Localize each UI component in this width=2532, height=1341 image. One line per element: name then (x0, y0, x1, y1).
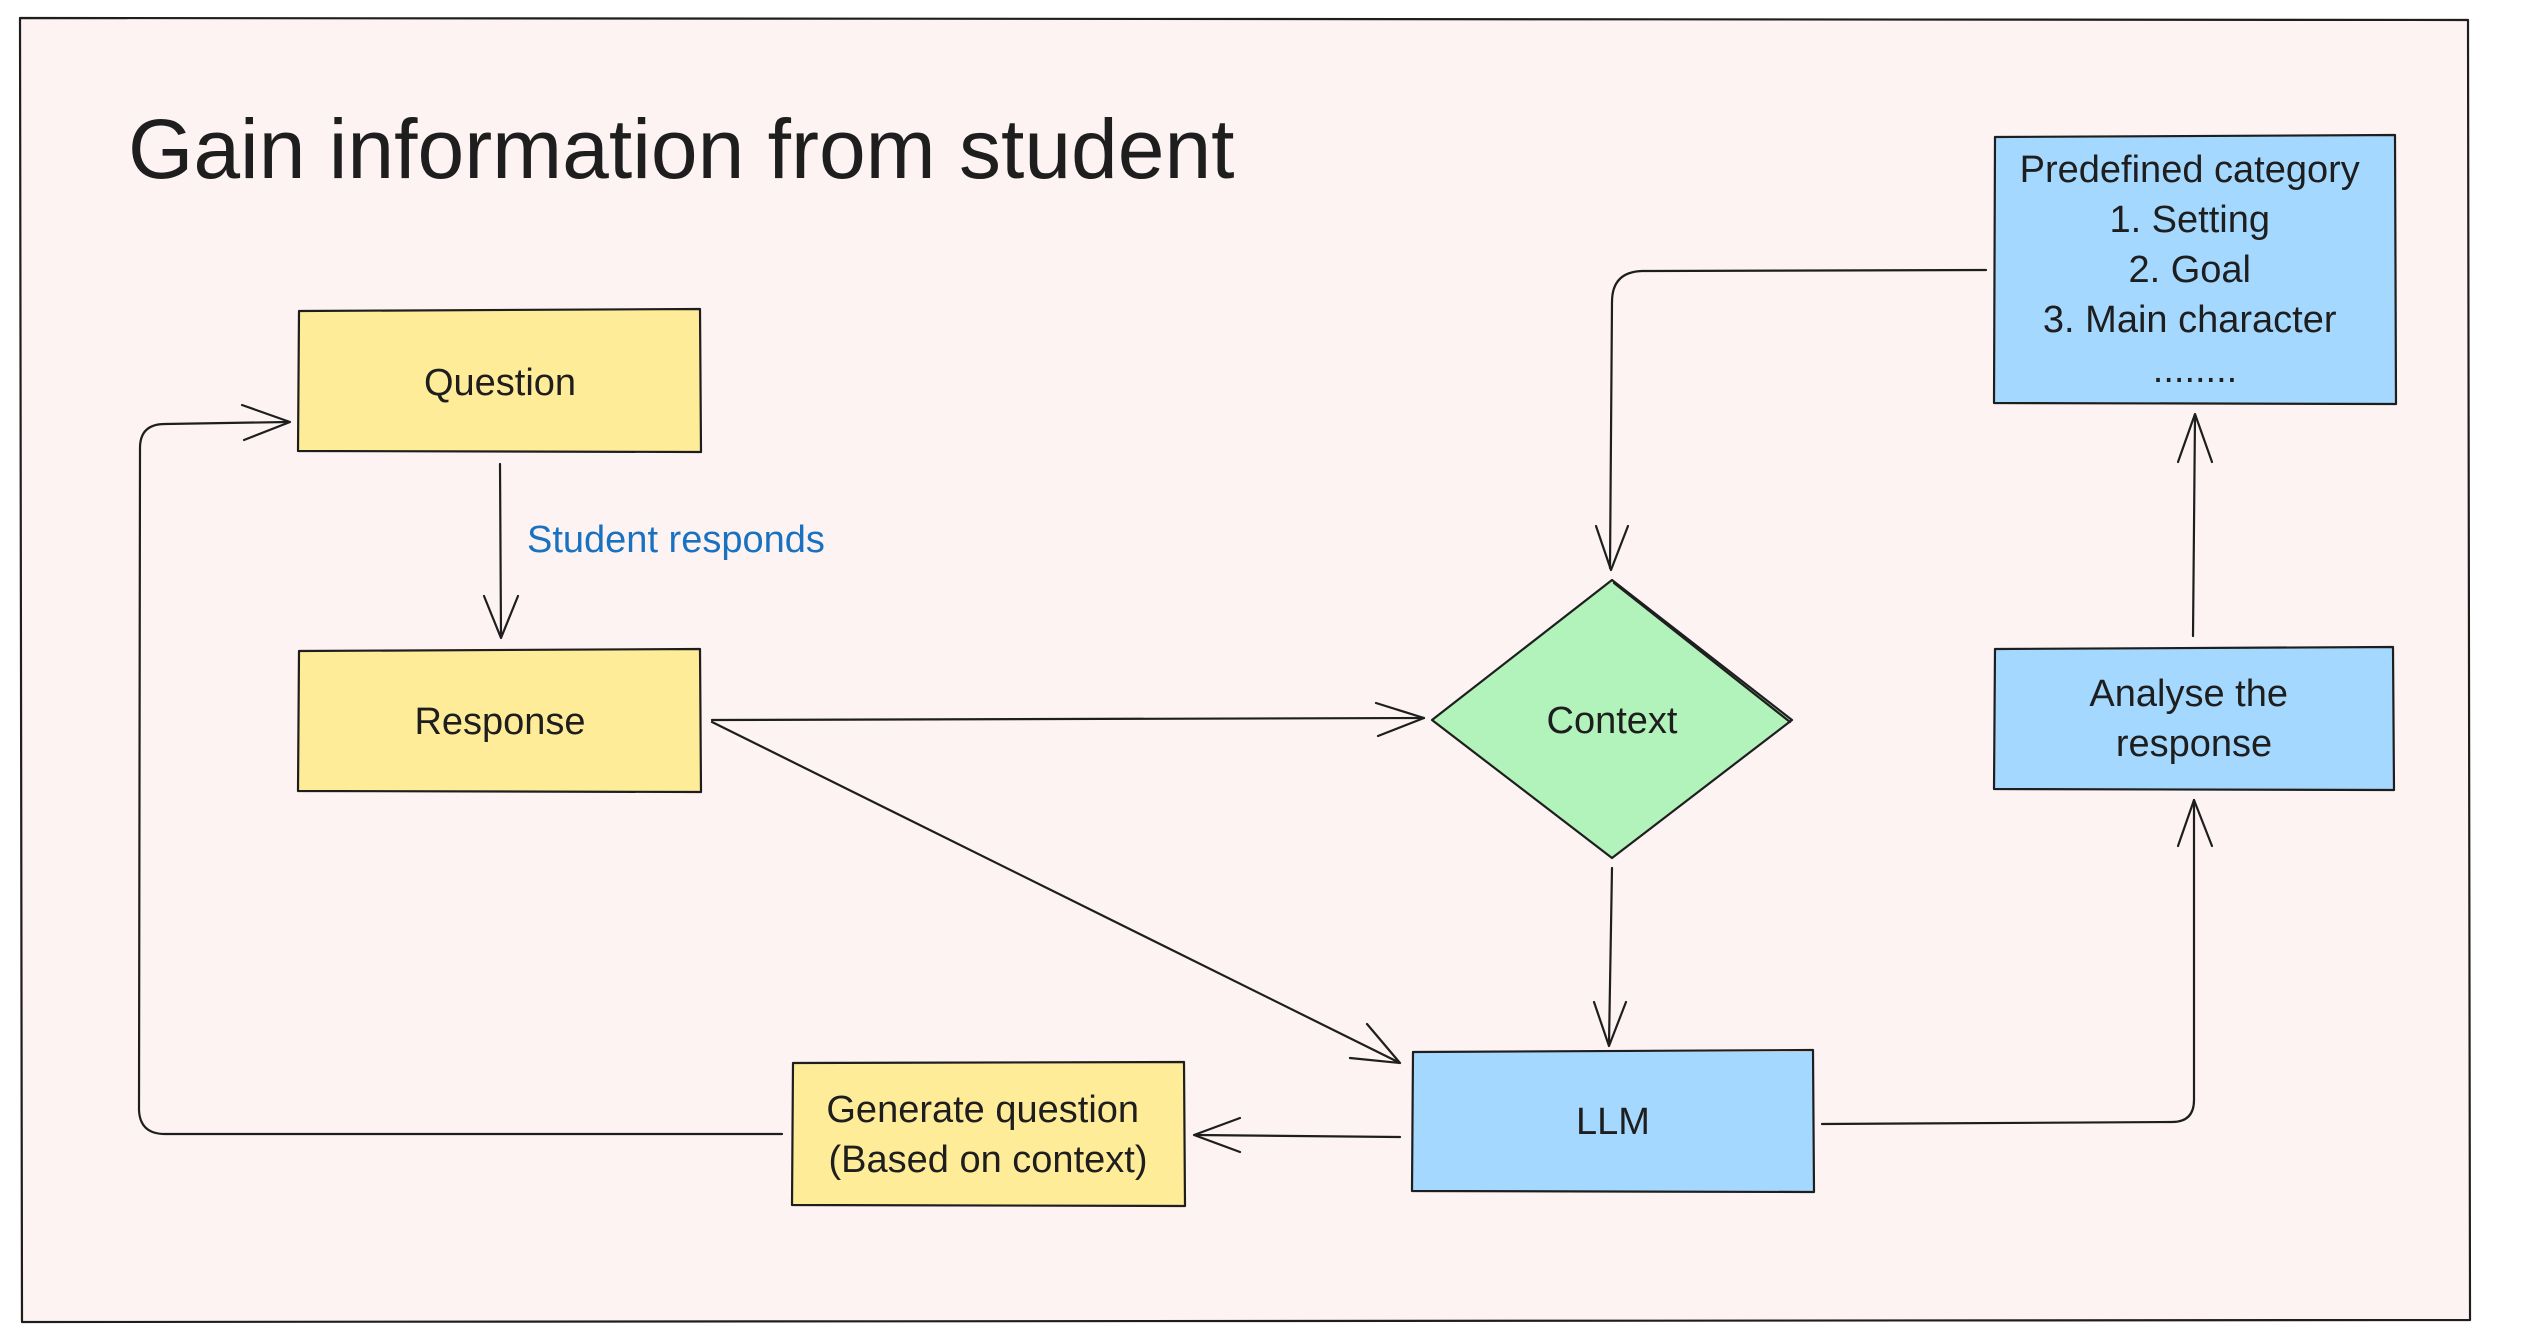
arrow-generate-to-question (137, 403, 784, 1136)
predefined-category-node[interactable]: Predefined category 1. Setting 2. Goal 3… (1992, 133, 2398, 406)
response-node[interactable]: Response (296, 647, 703, 794)
generate-question-line-2: (Based on context) (829, 1139, 1148, 1181)
predefined-category-line-2: 1. Setting (2109, 199, 2270, 241)
question-label: Question (424, 362, 576, 404)
predefined-category-label: Predefined category 1. Setting 2. Goal 3… (2020, 149, 2371, 391)
analyse-response-line-2: response (2116, 723, 2272, 765)
arrow-analyse-to-category (2176, 412, 2214, 638)
predefined-category-line-3: 2. Goal (2128, 249, 2251, 291)
arrow-question-to-response (482, 462, 520, 640)
llm-node[interactable]: LLM (1410, 1048, 1816, 1194)
arrow-llm-to-analyse (1820, 798, 2214, 1126)
predefined-category-line-5: ........ (2153, 349, 2237, 391)
context-label: Context (1547, 700, 1678, 742)
generate-question-label: Generate question (Based on context) (826, 1089, 1149, 1181)
arrow-response-to-llm (710, 720, 1402, 1065)
response-label: Response (414, 701, 585, 743)
analyse-response-label: Analyse the response (2089, 673, 2298, 765)
student-responds-label: Student responds (527, 519, 825, 561)
analyse-response-line-1: Analyse the (2089, 673, 2288, 715)
arrow-llm-to-generate (1192, 1116, 1402, 1154)
generate-question-line-1: Generate question (826, 1089, 1139, 1131)
predefined-category-line-4: 3. Main character (2043, 299, 2337, 341)
analyse-response-node[interactable]: Analyse the response (1992, 645, 2396, 792)
question-node[interactable]: Question (296, 307, 703, 454)
arrow-response-to-context (710, 701, 1426, 738)
diagram-title: Gain information from student (128, 102, 1235, 196)
llm-label: LLM (1576, 1101, 1650, 1143)
arrow-context-to-llm (1592, 866, 1628, 1048)
context-node[interactable]: Context (1430, 578, 1794, 860)
generate-question-node[interactable]: Generate question (Based on context) (790, 1060, 1187, 1208)
canvas-border (18, 16, 2472, 1324)
predefined-category-line-1: Predefined category (2020, 149, 2360, 191)
arrow-category-to-context (1594, 268, 1988, 572)
